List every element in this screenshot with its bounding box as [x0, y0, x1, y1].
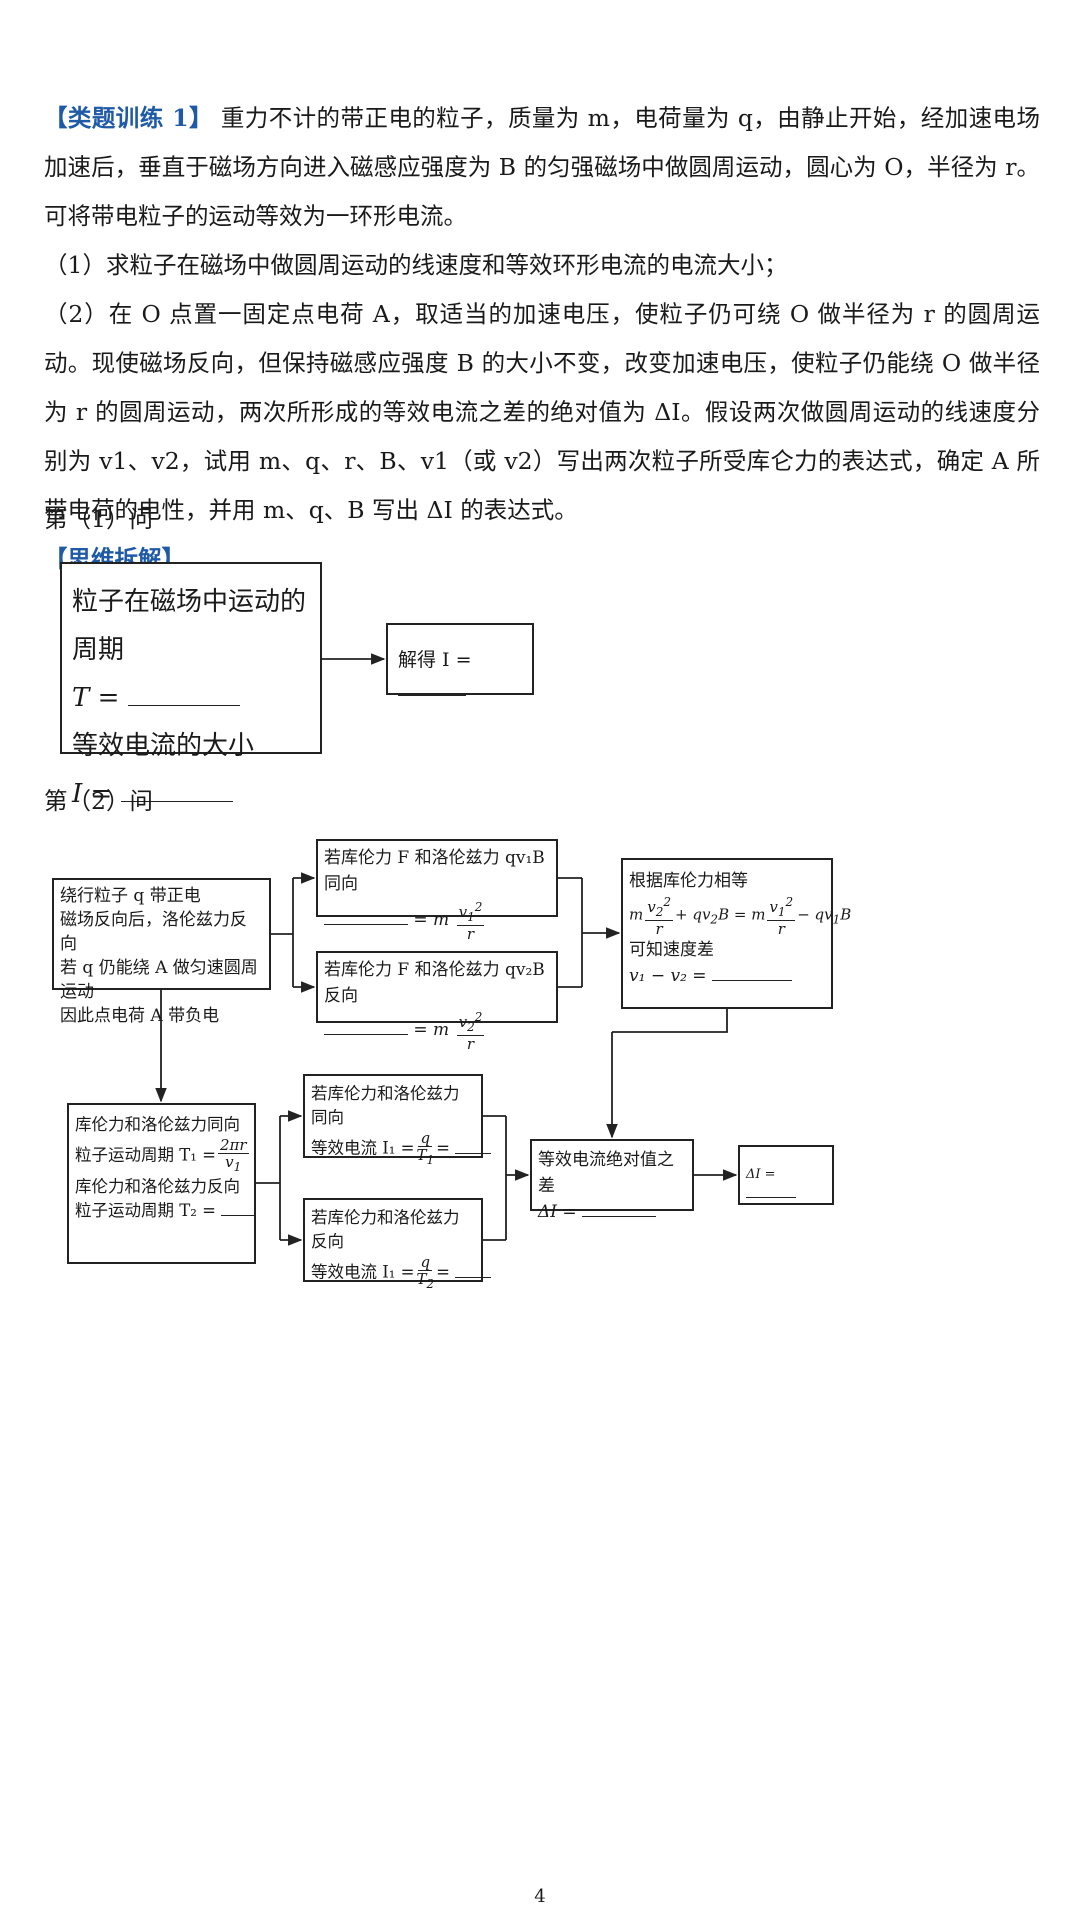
solve-blank: [398, 694, 466, 696]
question-2: （2）在 O 点置一固定点电荷 A，取适当的加速电压，使粒子仍可绕 O 做半径为…: [44, 300, 1040, 524]
problem-statement: 【类题训练 1】 重力不计的带正电的粒子，质量为 m，电荷量为 q，由静止开始，…: [44, 94, 1040, 584]
final-answer-blank: [746, 1196, 796, 1198]
current-same-blank: [455, 1152, 492, 1154]
current-caption: 等效电流的大小: [72, 731, 255, 761]
current-label: I =: [72, 779, 113, 809]
current-diff-label: ΔI =: [538, 1202, 577, 1222]
part1-solve-box: 解得 I =: [386, 623, 534, 696]
problem-heading: 【类题训练 1】: [44, 104, 213, 132]
period-opp-blank: [221, 1214, 256, 1216]
speed-diff-blank: [711, 979, 792, 981]
period-blank: [127, 704, 240, 706]
start-line-1: 绕行粒子 q 带正电: [60, 886, 201, 906]
solve-label: 解得 I =: [398, 649, 472, 671]
period-label: T =: [72, 683, 120, 713]
period-opp-title: 库伦力和洛伦兹力反向: [75, 1177, 240, 1196]
current-diff-blank: [582, 1215, 657, 1217]
same-direction-eq: = m: [413, 910, 450, 930]
period-opp-label: 粒子运动周期 T₂ =: [75, 1201, 216, 1220]
coulomb-equal-title: 根据库伦力相等: [629, 871, 748, 891]
start-line-2: 磁场反向后，洛伦兹力反向: [60, 910, 247, 954]
current-same-title: 若库伦力和洛伦兹力同向: [311, 1084, 460, 1127]
speed-diff-label: v₁ − v₂ =: [629, 966, 707, 986]
same-direction-blank: [324, 923, 408, 925]
period-same-title: 库伦力和洛伦兹力同向: [75, 1115, 240, 1134]
current-opposite-blank: [455, 1276, 492, 1278]
opposite-direction-eq: = m: [413, 1020, 450, 1040]
opposite-direction-blank: [324, 1033, 408, 1035]
current-diff-box: 等效电流绝对值之差 ΔI =: [530, 1139, 694, 1222]
part1-period-box: 粒子在磁场中运动的周期 T = 等效电流的大小 I =: [60, 562, 322, 809]
opposite-direction-title: 若库伦力 F 和洛伦兹力 qv₂B 反向: [324, 960, 545, 1006]
question-1: （1）求粒子在磁场中做圆周运动的线速度和等效环形电流的电流大小；: [44, 251, 788, 279]
start-line-3: 若 q 仍能绕 A 做匀速圆周运动: [60, 958, 258, 1002]
final-answer-label: ΔI =: [746, 1167, 776, 1182]
coulomb-to-diff-path: [612, 1009, 728, 1033]
same-direction-title: 若库伦力 F 和洛伦兹力 qv₁B 同向: [324, 848, 545, 894]
part1-label: 第（1）问: [44, 505, 153, 533]
speed-diff-caption: 可知速度差: [629, 940, 714, 960]
period-same-label: 粒子运动周期 T₁ =: [75, 1145, 216, 1165]
start-line-4: 因此点电荷 A 带负电: [60, 1006, 220, 1026]
current-opposite-title: 若库伦力和洛伦兹力反向: [311, 1208, 460, 1251]
current-same-label: 等效电流 I₁ =: [311, 1138, 415, 1158]
page-number: 4: [534, 1886, 546, 1907]
current-blank: [120, 800, 233, 802]
start-box: 绕行粒子 q 带正电 磁场反向后，洛伦兹力反向 若 q 仍能绕 A 做匀速圆周运…: [52, 878, 271, 1026]
current-opposite-label: 等效电流 I₁ =: [311, 1262, 415, 1282]
problem-line1: 重力不计的带正电的粒子，质量为 m，电荷量为 q，由静止开始，经加速电场加速后，…: [44, 104, 1040, 230]
current-diff-title: 等效电流绝对值之差: [538, 1150, 674, 1196]
part2-label: 第（2）问: [44, 787, 153, 815]
final-answer-box: ΔI =: [738, 1145, 834, 1205]
period-caption: 粒子在磁场中运动的周期: [72, 587, 307, 665]
